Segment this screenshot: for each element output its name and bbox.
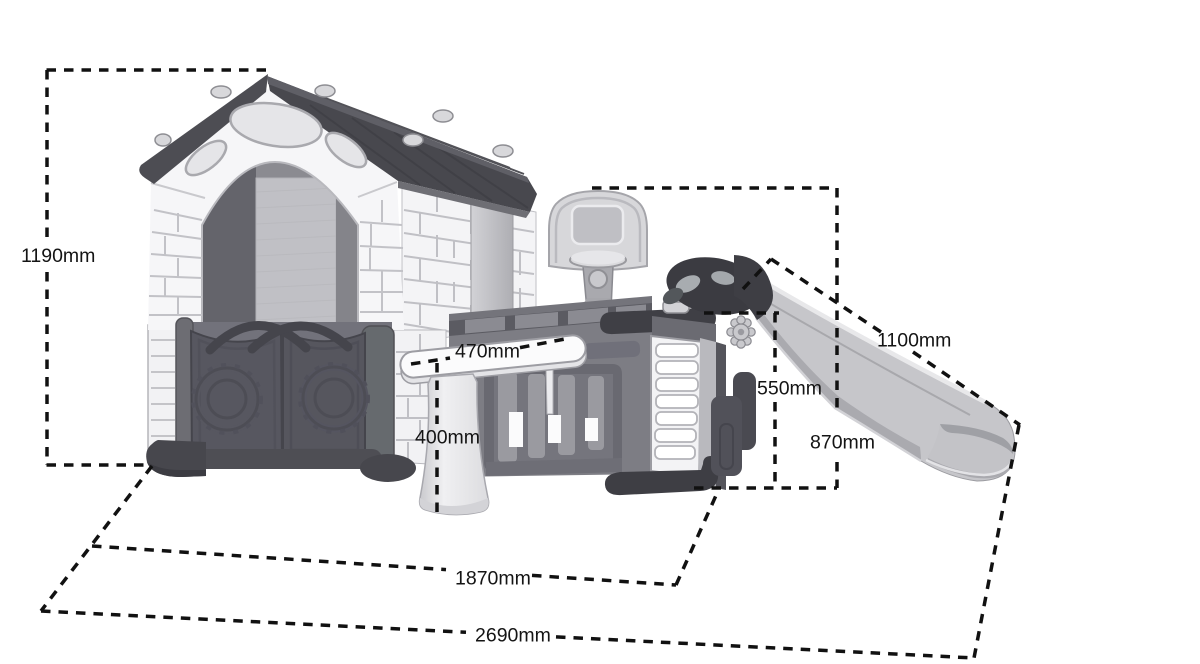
svg-text:1100mm: 1100mm (877, 330, 951, 352)
svg-text:2690mm: 2690mm (475, 625, 551, 647)
svg-text:400mm: 400mm (415, 427, 480, 449)
svg-text:1870mm: 1870mm (455, 568, 531, 590)
svg-text:550mm: 550mm (757, 378, 822, 400)
svg-text:870mm: 870mm (810, 432, 875, 454)
svg-text:1190mm: 1190mm (21, 245, 95, 267)
svg-text:470mm: 470mm (455, 341, 520, 363)
